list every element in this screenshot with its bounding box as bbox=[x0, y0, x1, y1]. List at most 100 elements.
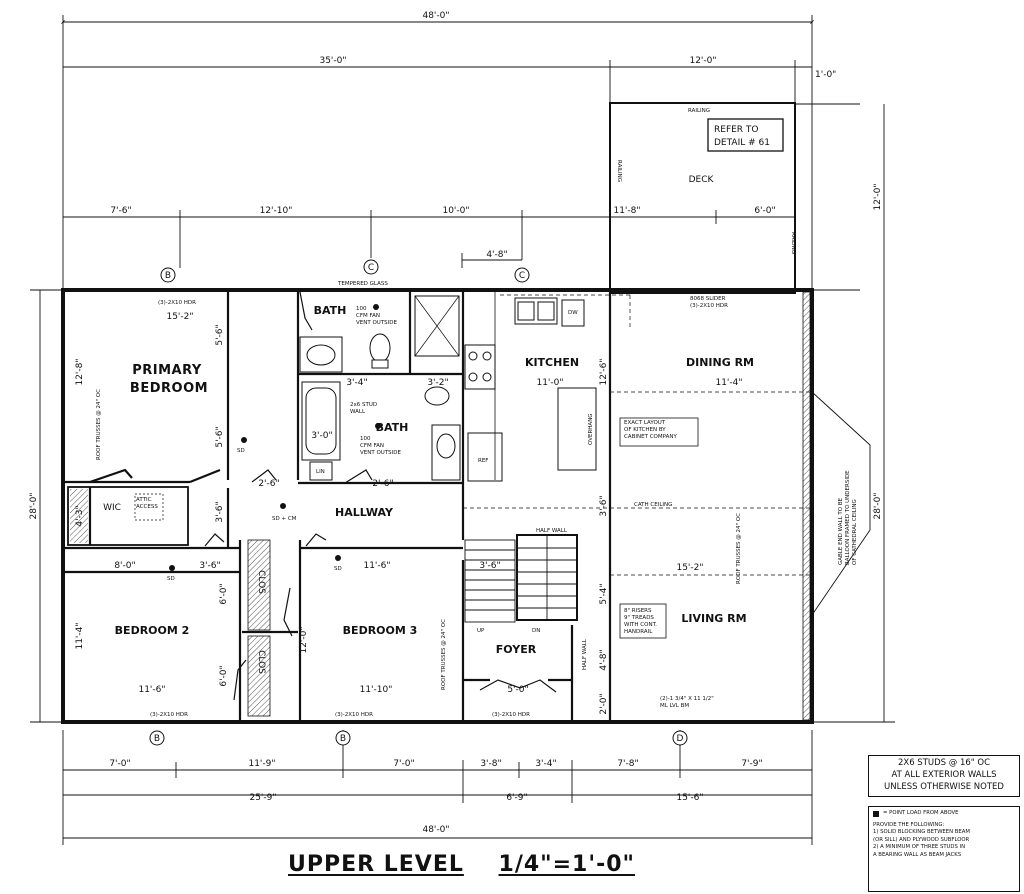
deck bbox=[609, 102, 796, 294]
room-clos1: CLOS bbox=[256, 570, 266, 594]
sheet-title: UPPER LEVEL 1/4"=1'-0" bbox=[288, 852, 635, 877]
room-foyer: FOYER bbox=[496, 643, 537, 656]
label-roof-trusses-3: ROOF TRUSSES @ 24" OC bbox=[736, 513, 742, 584]
dim-overall-top: 48'-0" bbox=[422, 11, 449, 21]
grid-marker-b-bottom1: B bbox=[154, 734, 160, 744]
dim-bottom2-2: 6'-9" bbox=[506, 793, 527, 803]
living-width: 15'-2" bbox=[676, 563, 703, 573]
label-hdr-bed3: (3)-2X10 HDR bbox=[335, 712, 373, 718]
dim-house-top: 35'-0" bbox=[319, 56, 346, 66]
dim-bottom-3: 7'-0" bbox=[393, 759, 414, 769]
dim-overall-depth-left: 28'-0" bbox=[29, 492, 39, 519]
refer-detail-box bbox=[707, 118, 784, 152]
hall-a: 3'-6" bbox=[215, 501, 225, 522]
dim-deck-depth: 12'-0" bbox=[873, 183, 883, 210]
clos-b: 6'-0" bbox=[219, 665, 229, 686]
dim-top-4: 11'-8" bbox=[613, 206, 640, 216]
dim-bottom-4: 3'-8" bbox=[480, 759, 501, 769]
room-bath-lower: BATH bbox=[376, 421, 409, 434]
dim-bottom-7: 7'-9" bbox=[741, 759, 762, 769]
room-labels: PRIMARY BEDROOM BATH BATH KITCHEN DINING… bbox=[103, 175, 754, 674]
room-wic: WIC bbox=[103, 503, 121, 513]
room-deck: DECK bbox=[689, 175, 715, 185]
dashed-lines bbox=[463, 294, 810, 576]
stair-note-box bbox=[619, 603, 667, 639]
stairs bbox=[464, 534, 578, 623]
kitchen-width: 11'-0" bbox=[536, 378, 563, 388]
label-hdr-foyer: (3)-2X10 HDR bbox=[492, 712, 530, 718]
dim-bottom-5: 3'-4" bbox=[535, 759, 556, 769]
provide-heading: PROVIDE THE FOLLOWING: bbox=[873, 821, 945, 828]
dim-stair-offset: 4'-8" bbox=[486, 250, 507, 260]
grid-marker-c1: C bbox=[368, 263, 374, 273]
room-clos2: CLOS bbox=[256, 650, 266, 674]
bath-dim-2: 3'-2" bbox=[427, 378, 448, 388]
living-dim-d: 2'-0" bbox=[599, 693, 609, 714]
dimension-texts: 48'-0" 35'-0" 12'-0" 1'-0" 12'-0" 28'-0"… bbox=[29, 11, 883, 835]
room-bath-upper: BATH bbox=[314, 304, 347, 317]
label-sd-3: SD bbox=[334, 566, 342, 572]
dim-top-1: 7'-6" bbox=[110, 206, 131, 216]
label-half-wall-1: HALF WALL bbox=[536, 528, 568, 534]
label-half-wall-2: HALF WALL bbox=[582, 638, 588, 670]
bath-dim-1: 3'-4" bbox=[346, 378, 367, 388]
provide-item-3: 2) A MINIMUM OF THREE STUDS IN bbox=[873, 844, 966, 850]
dim-deck-offset: 1'-0" bbox=[815, 70, 836, 80]
studs-note-line3: UNLESS OTHERWISE NOTED bbox=[884, 782, 1004, 792]
label-ref: REF bbox=[478, 458, 488, 464]
exterior-wall-note: 2X6 STUDS @ 16" OC AT ALL EXTERIOR WALLS… bbox=[868, 755, 1020, 797]
label-railing-left: RAILING bbox=[616, 160, 622, 182]
label-up: UP bbox=[477, 628, 485, 634]
room-primary-line1: PRIMARY bbox=[132, 363, 202, 378]
foyer-width: 5'-0" bbox=[507, 685, 528, 695]
dim-top-2: 12'-10" bbox=[260, 206, 293, 216]
label-overhang: OVERHANG bbox=[588, 413, 594, 445]
primary-side2: 5'-6" bbox=[215, 426, 225, 447]
bed2-width: 11'-6" bbox=[138, 685, 165, 695]
hall-b: 2'-6" bbox=[258, 479, 279, 489]
label-hdr-bed2: (3)-2X10 HDR bbox=[150, 712, 188, 718]
grid-marker-b-top: B bbox=[165, 271, 171, 281]
grid-marker-d: D bbox=[677, 734, 684, 744]
door-swings bbox=[204, 291, 557, 701]
label-sd-2: SD bbox=[167, 576, 175, 582]
label-roof-trusses-1: ROOF TRUSSES @ 24" OC bbox=[96, 389, 102, 460]
dim-top-5: 6'-0" bbox=[754, 206, 775, 216]
svg-text:GABLE END WALL TO BEBALLOON FR: GABLE END WALL TO BEBALLOON FRAMED TO UN… bbox=[838, 470, 858, 565]
room-bedroom2: BEDROOM 2 bbox=[115, 624, 190, 637]
kitchen-height: 12'-6" bbox=[599, 358, 609, 385]
wic-height: 4'-3" bbox=[75, 505, 85, 526]
dimension-lines-top bbox=[30, 15, 895, 723]
bed2-height: 11'-4" bbox=[75, 622, 85, 649]
attic-access-box bbox=[134, 493, 164, 521]
label-tempered-glass: TEMPERED GLASS bbox=[337, 281, 388, 287]
closet-hatch-1 bbox=[247, 539, 271, 631]
clos-a: 6'-0" bbox=[219, 583, 229, 604]
label-roof-trusses-2: ROOF TRUSSES @ 24" OC bbox=[441, 619, 447, 690]
point-load-legend: = POINT LOAD FROM ABOVE bbox=[873, 810, 1015, 818]
dim-bottom-1: 7'-0" bbox=[109, 759, 130, 769]
gable-note-lines bbox=[811, 391, 871, 616]
room-primary-line2: BEDROOM bbox=[130, 381, 208, 396]
label-dn: DN bbox=[532, 628, 540, 634]
point-load-note: = POINT LOAD FROM ABOVE PROVIDE THE FOLL… bbox=[868, 806, 1020, 892]
room-hallway: HALLWAY bbox=[335, 506, 394, 519]
bed2-a: 8'-0" bbox=[114, 561, 135, 571]
living-dim-a: 3'-6" bbox=[599, 495, 609, 516]
sheet-title-name: UPPER LEVEL bbox=[288, 852, 464, 877]
label-gable-note: GABLE END WALL TO BEBALLOON FRAMED TO UN… bbox=[838, 470, 858, 565]
living-dim-c: 4'-8" bbox=[599, 649, 609, 670]
bath-width: 3'-0" bbox=[311, 431, 332, 441]
room-dining: DINING RM bbox=[686, 356, 754, 369]
label-hdr-slider: 8068 SLIDER(3)-2X10 HDR bbox=[690, 296, 728, 309]
living-dim-b: 5'-4" bbox=[599, 583, 609, 604]
stair-width: 3'-6" bbox=[479, 561, 500, 571]
